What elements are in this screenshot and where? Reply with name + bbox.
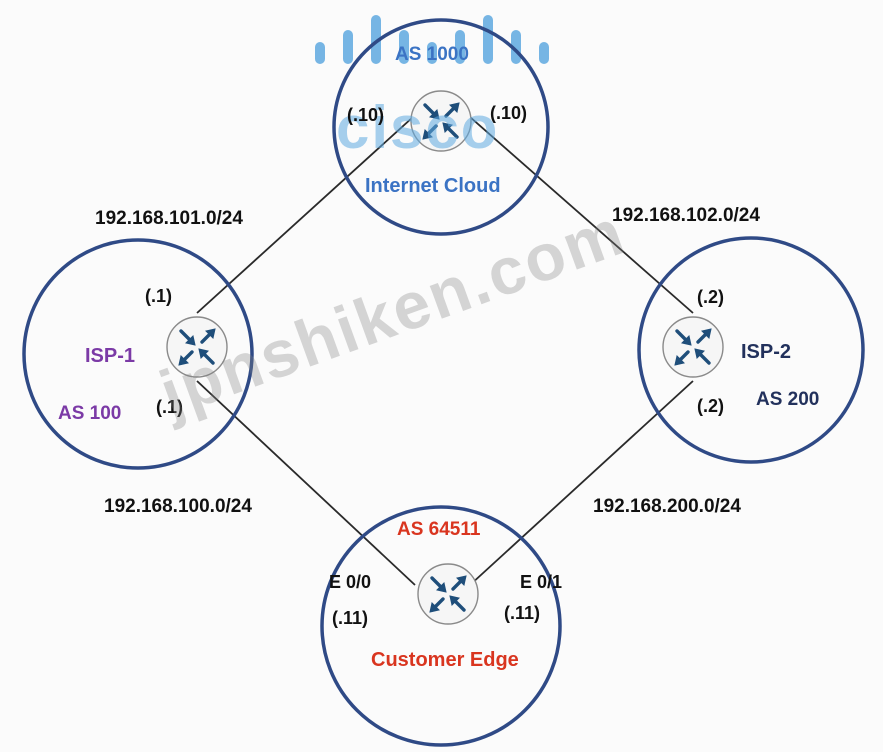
customer-edge-as-label: AS 64511 — [397, 519, 481, 540]
isp1-iface-bottom: (.1) — [156, 397, 183, 417]
link-isp2-customer — [469, 380, 694, 586]
subnet-isp2-customer: 192.168.200.0/24 — [593, 496, 741, 517]
cisco-logo-bars — [315, 15, 549, 64]
internet-cloud-iface-left: (.10) — [347, 105, 385, 125]
isp1-name: ISP-1 — [85, 345, 136, 367]
internet-cloud-boundary — [332, 18, 550, 236]
isp2-name: ISP-2 — [741, 341, 792, 363]
customer-edge-iface-left: (.11) — [332, 608, 369, 628]
isp1-as-label: AS 100 — [58, 403, 122, 424]
customer-edge-port-left: E 0/0 — [329, 572, 372, 592]
internet-cloud-name: Internet Cloud — [365, 175, 501, 197]
subnet-cloud-isp2: 192.168.102.0/24 — [612, 205, 760, 226]
internet-cloud-as-label: AS 1000 — [395, 44, 469, 65]
subnet-cloud-isp1: 192.168.101.0/24 — [95, 208, 243, 229]
router-icon — [165, 315, 229, 379]
customer-edge-name: Customer Edge — [371, 649, 519, 671]
isp2-boundary — [637, 236, 865, 464]
isp2-iface-top: (.2) — [697, 287, 724, 307]
link-cloud-isp2 — [469, 116, 694, 314]
link-isp1-customer — [196, 380, 416, 586]
isp2-iface-bottom: (.2) — [697, 396, 724, 416]
cisco-logo-text: cisco — [336, 94, 500, 161]
isp1-iface-top: (.1) — [145, 286, 172, 306]
link-cloud-isp1 — [196, 116, 414, 314]
router-icon — [661, 315, 725, 379]
internet-cloud-iface-right: (.10) — [490, 103, 528, 123]
customer-edge-port-right: E 0/1 — [520, 572, 563, 592]
isp2-as-label: AS 200 — [756, 389, 820, 410]
customer-edge-iface-right: (.11) — [504, 603, 541, 623]
customer-edge-boundary — [320, 505, 562, 747]
router-icon — [416, 562, 480, 626]
links — [196, 116, 694, 586]
isp1-boundary — [22, 238, 254, 470]
subnet-isp1-customer: 192.168.100.0/24 — [104, 496, 252, 517]
